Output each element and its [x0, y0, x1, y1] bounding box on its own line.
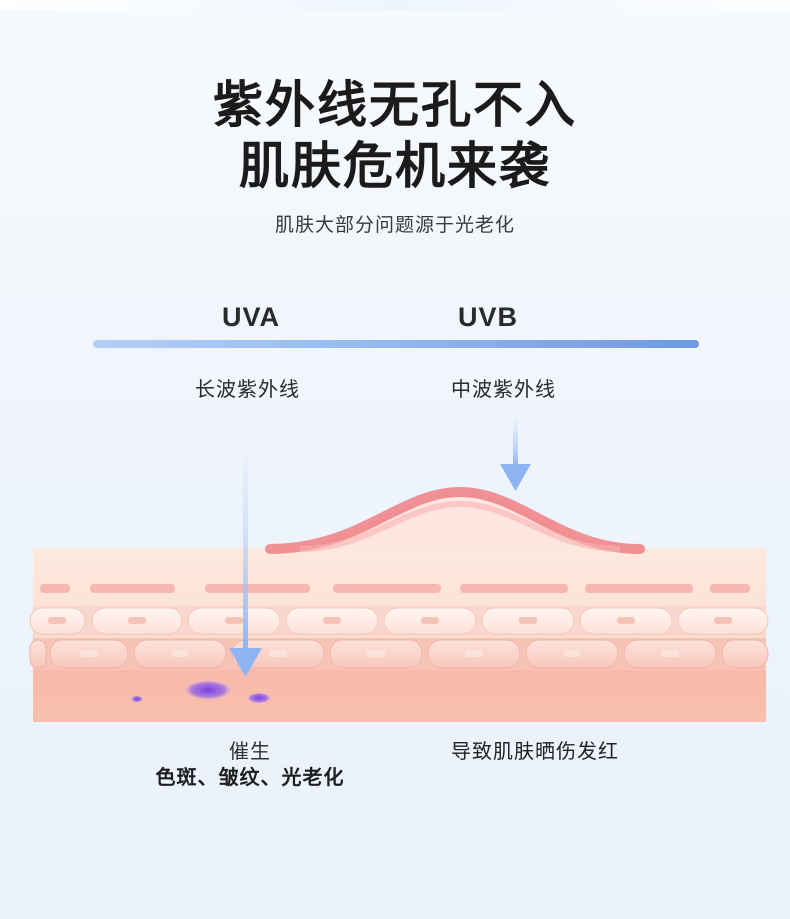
cell-row-2 [29, 638, 769, 670]
uvb-label: UVB [458, 302, 519, 332]
dermis-dashes [40, 584, 750, 593]
uva-description: 长波紫外线 [195, 377, 300, 401]
uva-label: UVA [222, 302, 281, 332]
uvb-description: 中波紫外线 [451, 377, 556, 401]
uva-arrow [229, 455, 262, 677]
uva-effect-line-1: 催生 [229, 739, 271, 763]
uva-effect: 催生 色斑、皱纹、光老化 [130, 738, 370, 790]
uvb-effect: 导致肌肤晒伤发红 [420, 738, 650, 764]
headline-line-1: 紫外线无孔不入 [213, 76, 577, 134]
uvb-effect-text: 导致肌肤晒伤发红 [451, 739, 619, 763]
uvb-arrow [500, 418, 531, 491]
subtitle: 肌肤大部分问题源于光老化 [274, 214, 515, 236]
cell-row-1 [29, 606, 769, 636]
skin-illustration [29, 418, 769, 722]
pigment-spots [131, 680, 271, 704]
top-strip [0, 0, 790, 10]
redness-outline [265, 486, 645, 554]
deep-skin-layer [33, 670, 766, 722]
uv-spectrum-bar [93, 340, 699, 348]
headline-line-2: 肌肤危机来袭 [239, 137, 551, 195]
uva-effect-line-2: 色斑、皱纹、光老化 [155, 765, 345, 789]
